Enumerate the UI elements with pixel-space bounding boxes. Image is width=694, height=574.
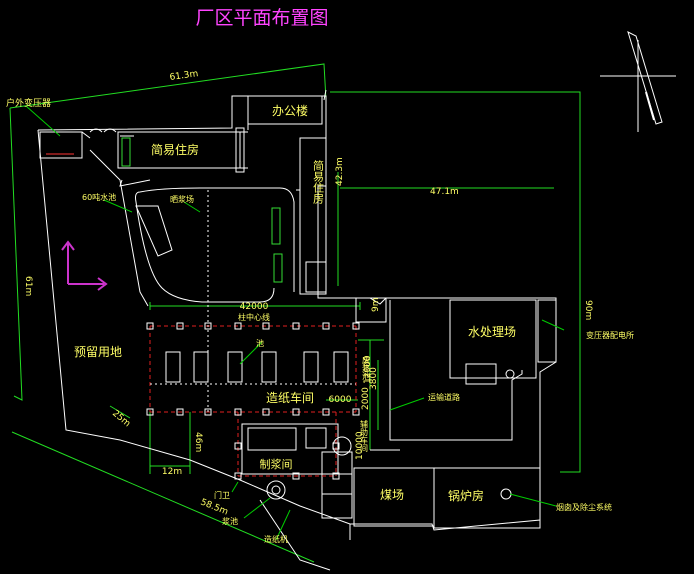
transformer-label: 变压器配电所 [586, 330, 634, 340]
office-label: 办公楼 [272, 103, 308, 118]
dim-left: 61m [23, 276, 33, 296]
labels: 办公楼 简易住房 简易住房 预留用地 水处理场 造纸车间 煤场 锅炉房 制浆间 … [6, 97, 634, 544]
dim-25m: 25m [110, 409, 132, 430]
workshop-label: 造纸车间 [266, 390, 314, 405]
dim-dorm: 42.3m [335, 157, 345, 186]
axis-arrow-icon [61, 240, 108, 291]
dim-12m: 12m [162, 467, 182, 477]
dim-top: 61.3m [169, 69, 199, 83]
chimney-label: 烟囱及除尘系统 [556, 502, 612, 512]
dimension-texts: 61.3m 61m 58.5m 90m 47.1m 42.3m 42000 60… [23, 69, 593, 518]
dry-area-label: 晒浆场 [170, 194, 194, 204]
outdoor-transformer-label: 户外变压器 [6, 97, 51, 109]
column-marker [204, 408, 212, 416]
dim-9m: 9m [371, 298, 381, 313]
column-marker [352, 408, 360, 416]
column-marker [332, 472, 340, 480]
dim-v4: 10000 [355, 431, 365, 460]
plan-title: 厂区平面布置图 [195, 7, 328, 29]
pool-label: 池 [256, 338, 264, 348]
column-marker [262, 408, 270, 416]
column-marker [234, 322, 242, 330]
hedge-marks [46, 137, 283, 283]
boiler-label: 锅炉房 [448, 488, 484, 503]
dim-v2: 12000 [363, 355, 373, 384]
center-line-label: 柱中心线 [238, 312, 270, 322]
dim-v3: 2000 [361, 387, 371, 410]
dimension-lines [9, 63, 581, 563]
column-marker [176, 408, 184, 416]
water-label: 水处理场 [468, 325, 516, 339]
column-marker [322, 322, 330, 330]
paper-machine-label: 造纸机 [264, 534, 288, 544]
dim-workshop: 42000 [240, 302, 269, 312]
column-marker [292, 408, 300, 416]
coal-label: 煤场 [380, 488, 404, 502]
waste-pool-label: 废浆池 [362, 355, 371, 380]
tank-label: 60吨水池 [82, 192, 116, 202]
dim-right: 90m [583, 300, 593, 320]
column-marker [352, 322, 360, 330]
pulp-room-label: 制浆间 [260, 457, 293, 471]
column-marker [146, 322, 154, 330]
side-note-label: 辅助车间 [360, 419, 369, 453]
column-marker [234, 472, 242, 480]
reserved-label: 预留用地 [74, 345, 122, 359]
column-marker [292, 472, 300, 480]
column-marker [176, 322, 184, 330]
site-outline [37, 89, 557, 571]
pulp-tank-label: 浆池 [222, 516, 238, 526]
column-grid [149, 325, 357, 477]
paper-machines [165, 351, 349, 383]
column-marker [234, 408, 242, 416]
dorm-top-label: 简易住房 [151, 142, 199, 157]
dim-span: 6000 [329, 395, 352, 405]
leader-lines [25, 105, 565, 541]
column-marker [292, 322, 300, 330]
column-grid-lines [150, 190, 356, 412]
guard-label: 门卫 [214, 490, 230, 500]
dim-46m: 46m [193, 432, 203, 452]
column-marker [146, 408, 154, 416]
dim-v1: 3800 [369, 367, 379, 390]
shipping-label: 运输道路 [428, 392, 460, 402]
north-arrow-icon [600, 31, 676, 132]
column-marker [204, 322, 212, 330]
columns [146, 322, 360, 480]
column-marker [322, 408, 330, 416]
column-marker [332, 442, 340, 450]
dim-mid: 47.1m [430, 187, 459, 197]
dorm-right-label: 简易住房 [312, 159, 325, 205]
column-marker [234, 442, 242, 450]
column-marker [262, 322, 270, 330]
